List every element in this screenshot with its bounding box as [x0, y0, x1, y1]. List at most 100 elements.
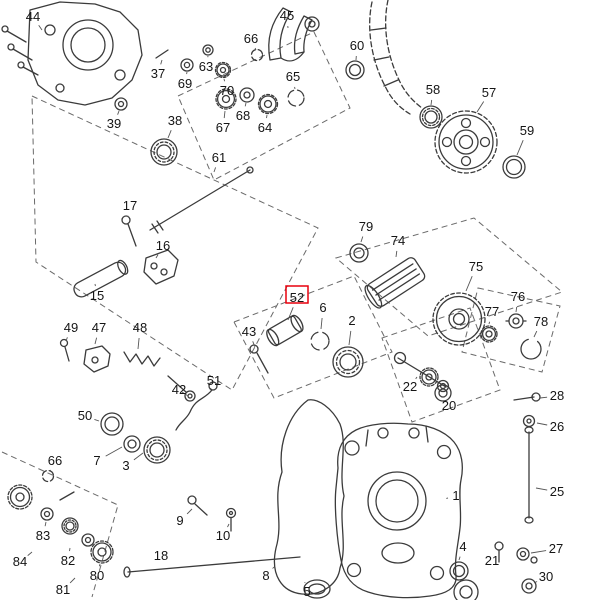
diagram-shape — [180, 58, 194, 72]
part-label-60-3[interactable]: 60 — [350, 38, 364, 53]
part-label-15-23[interactable]: 15 — [90, 288, 104, 303]
diagram-shape — [519, 550, 527, 558]
part-label-2-28[interactable]: 2 — [348, 313, 355, 328]
diagram-shape — [117, 100, 125, 108]
part-label-39-11[interactable]: 39 — [107, 116, 121, 131]
part-label-81-58[interactable]: 81 — [56, 582, 70, 597]
part-label-76-25[interactable]: 76 — [511, 289, 525, 304]
crankcase-1 — [334, 422, 463, 599]
part-label-84-53[interactable]: 84 — [13, 554, 27, 569]
part-label-82-52[interactable]: 82 — [61, 553, 75, 568]
diagram-shape — [187, 393, 193, 399]
diagram-shape — [246, 166, 254, 174]
leader-line-76 — [515, 306, 518, 313]
part-label-16-20[interactable]: 16 — [156, 238, 170, 253]
diagram-shape — [502, 155, 526, 179]
part-label-3-43[interactable]: 3 — [122, 458, 129, 473]
diagram-shape — [27, 1, 143, 106]
leader-line-49 — [65, 337, 68, 342]
leader-line-27 — [530, 550, 547, 554]
part-label-27-49[interactable]: 27 — [549, 541, 563, 556]
diagram-shape — [332, 346, 364, 378]
part-label-44-0[interactable]: 44 — [26, 9, 40, 24]
part-label-8-55[interactable]: 8 — [262, 568, 269, 583]
diagram-shape — [369, 1, 411, 115]
cap-26 — [522, 414, 536, 428]
part-label-61-17[interactable]: 61 — [212, 150, 226, 165]
part-label-69-6[interactable]: 69 — [178, 76, 192, 91]
diagram-shape — [436, 379, 450, 393]
part-label-48-32[interactable]: 48 — [133, 320, 147, 335]
part-label-64-15[interactable]: 64 — [258, 120, 272, 135]
part-label-43-33[interactable]: 43 — [242, 324, 256, 339]
part-label-22-35[interactable]: 22 — [403, 379, 417, 394]
part-label-30-57[interactable]: 30 — [539, 569, 553, 584]
part-label-80-56[interactable]: 80 — [90, 568, 104, 583]
diagram-shape — [460, 155, 472, 167]
part-label-17-18[interactable]: 17 — [123, 198, 137, 213]
part-label-66-1[interactable]: 66 — [244, 31, 258, 46]
part-label-49-30[interactable]: 49 — [64, 320, 78, 335]
part-label-50-39[interactable]: 50 — [78, 408, 92, 423]
diagram-shape — [156, 144, 172, 160]
part-label-20-38[interactable]: 20 — [442, 398, 456, 413]
gasket-8 — [273, 399, 345, 595]
part-label-79-19[interactable]: 79 — [359, 219, 373, 234]
part-label-1-45[interactable]: 1 — [452, 488, 459, 503]
part-label-7-41[interactable]: 7 — [93, 453, 100, 468]
diagram-shape — [531, 392, 541, 402]
part-label-75-22[interactable]: 75 — [469, 259, 483, 274]
part-label-9-46[interactable]: 9 — [176, 513, 183, 528]
circlip-66-top — [250, 48, 264, 62]
part-label-28-37[interactable]: 28 — [550, 388, 564, 403]
part-label-6-26[interactable]: 6 — [319, 300, 326, 315]
part-label-78-29[interactable]: 78 — [534, 314, 548, 329]
part-label-52-24[interactable]: 52 — [290, 290, 304, 305]
diagram-shape — [268, 7, 292, 61]
part-label-51-34[interactable]: 51 — [207, 373, 221, 388]
part-label-74-21[interactable]: 74 — [391, 233, 405, 248]
part-label-65-8[interactable]: 65 — [286, 69, 300, 84]
diagram-shape — [453, 129, 479, 155]
part-label-25-44[interactable]: 25 — [550, 484, 564, 499]
leader-line-52 — [287, 307, 294, 321]
washer-7 — [123, 435, 141, 453]
diagram-shape — [160, 268, 168, 276]
part-label-21-54[interactable]: 21 — [485, 553, 499, 568]
part-label-58-9[interactable]: 58 — [426, 82, 440, 97]
part-label-47-31[interactable]: 47 — [92, 320, 106, 335]
part-label-37-4[interactable]: 37 — [151, 66, 165, 81]
part-label-45-2[interactable]: 45 — [280, 8, 294, 23]
part-label-77-27[interactable]: 77 — [485, 304, 499, 319]
part-label-59-16[interactable]: 59 — [520, 123, 534, 138]
part-label-57-10[interactable]: 57 — [482, 85, 496, 100]
gear-75 — [432, 292, 486, 346]
bracket-47 — [83, 345, 111, 373]
diagram-shape — [143, 249, 179, 285]
diagram-shape — [183, 61, 191, 69]
washer-68 — [239, 87, 255, 103]
part-label-83-47[interactable]: 83 — [36, 528, 50, 543]
part-label-70-7[interactable]: 70 — [220, 83, 234, 98]
leader-line-79 — [360, 236, 364, 243]
diagram-shape — [452, 312, 466, 326]
highlight-box-52 — [285, 285, 309, 304]
part-label-10-48[interactable]: 10 — [216, 528, 230, 543]
diagram-shape — [202, 44, 214, 56]
part-label-68-14[interactable]: 68 — [236, 108, 250, 123]
part-label-5-59[interactable]: 5 — [303, 584, 310, 599]
kick-shaft-22 — [393, 351, 450, 393]
part-label-67-13[interactable]: 67 — [216, 120, 230, 135]
part-label-63-5[interactable]: 63 — [199, 59, 213, 74]
diagram-shape — [127, 439, 137, 449]
cover-bolts — [1, 25, 39, 76]
part-label-18-50[interactable]: 18 — [154, 548, 168, 563]
part-label-4-51[interactable]: 4 — [459, 539, 466, 554]
part-label-66-42[interactable]: 66 — [48, 453, 62, 468]
leader-line-57 — [476, 101, 485, 113]
part-label-42-36[interactable]: 42 — [172, 382, 186, 397]
diagram-shape — [70, 27, 106, 63]
part-label-26-40[interactable]: 26 — [550, 419, 564, 434]
diagram-shape — [481, 326, 497, 342]
part-label-38-12[interactable]: 38 — [168, 113, 182, 128]
